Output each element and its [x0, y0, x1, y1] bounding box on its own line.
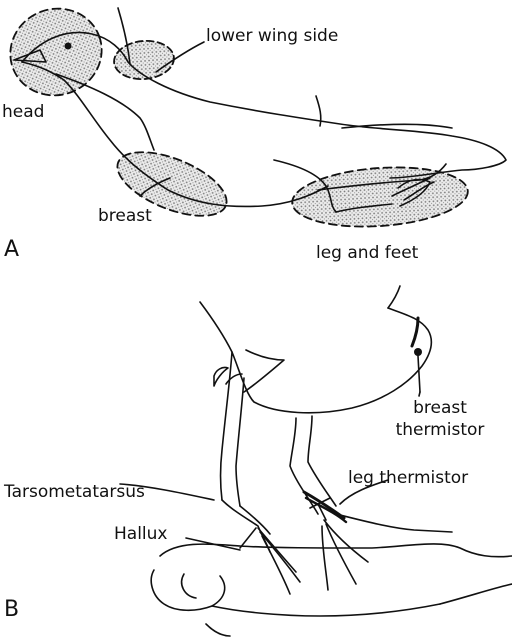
label-tarsometatarsus: Tarsometatarsus — [4, 484, 145, 502]
label-breast-thermistor-line1: breast — [390, 400, 490, 418]
panel-a-letter: A — [4, 238, 19, 261]
head-region-shading — [0, 0, 114, 108]
label-leg-thermistor: leg thermistor — [348, 470, 468, 488]
label-leg-and-feet: leg and feet — [316, 245, 418, 263]
bird-body — [200, 302, 431, 413]
label-hallux: Hallux — [114, 526, 167, 544]
label-head: head — [2, 104, 44, 122]
panel-b-letter: B — [4, 598, 19, 621]
label-lower-wing-side: lower wing side — [206, 28, 338, 46]
label-breast-thermistor-line2: thermistor — [384, 422, 496, 440]
label-breast: breast — [98, 208, 152, 226]
panel-b-bird — [120, 286, 512, 636]
